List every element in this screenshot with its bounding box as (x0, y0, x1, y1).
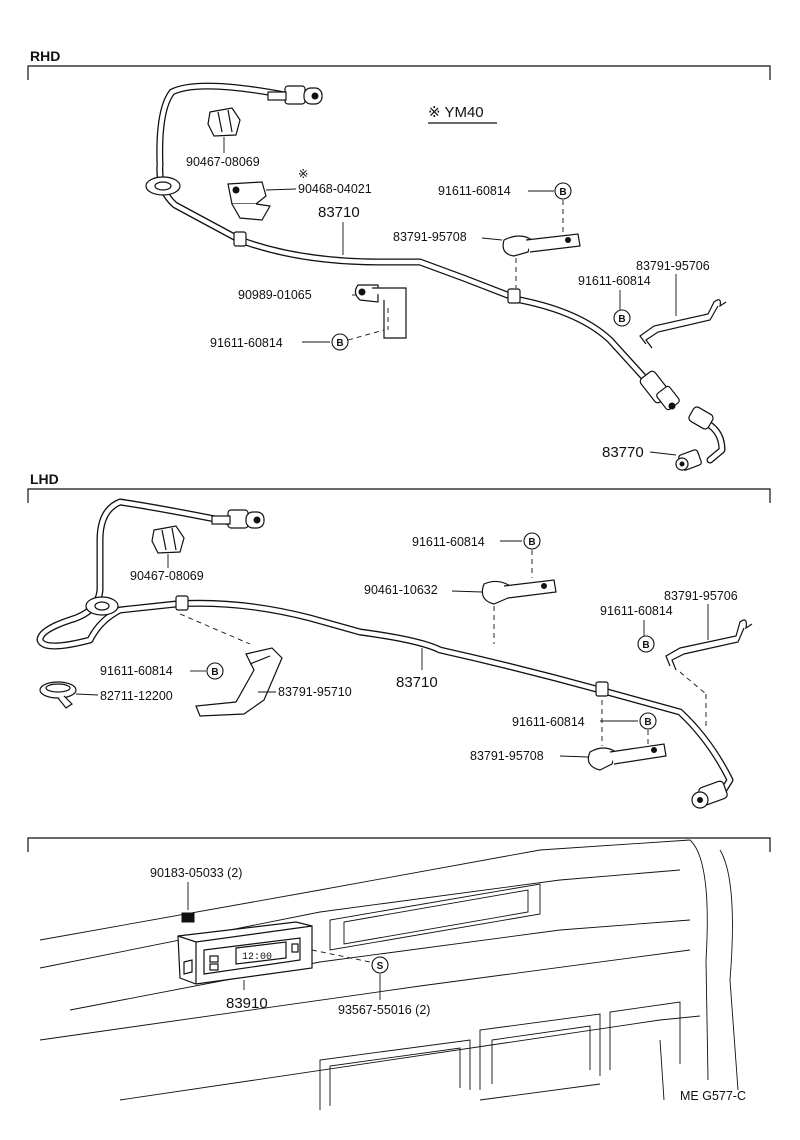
lhd-label-91611-b: 91611-60814 (600, 604, 673, 618)
dashboard-panel (39, 839, 739, 1110)
lhd-label-83791-95706: 83791-95706 (664, 589, 738, 603)
rhd-label-83710: 83710 (318, 204, 360, 221)
rhd-bolt-badge (613, 309, 631, 327)
lhd-bolt-badge-letter: B (642, 640, 649, 651)
clock-display-text: 12:00 (242, 952, 272, 963)
screw-badge-s-letter: S (377, 961, 384, 972)
rhd-label-91611-a: 91611-60814 (210, 336, 283, 350)
lhd-section-label: LHD (30, 471, 59, 487)
rhd-label-90989: 90989-01065 (238, 288, 312, 302)
lhd-hose-clamp-82711 (39, 681, 77, 709)
screw-badge-s (371, 956, 389, 974)
lhd-bracket-83791-95710 (195, 647, 283, 717)
diagram-code: ME G577-C (680, 1089, 746, 1103)
rhd-bolt-badge-letter: B (618, 314, 625, 325)
rhd-clamp-90468 (227, 181, 271, 221)
lhd-bolt-badge (639, 712, 657, 730)
rhd-cable-lower (639, 370, 680, 411)
rhd-label-91611-c: 91611-60814 (578, 274, 651, 288)
dash-frame (27, 837, 771, 852)
lhd-bolt-badge (637, 635, 655, 653)
lhd-bolt-badge (206, 662, 224, 680)
rhd-label-90468: 90468-04021 (298, 182, 372, 196)
lhd-bolt-badge-letter: B (211, 667, 218, 678)
rhd-section-label: RHD (30, 48, 60, 64)
rhd-meter-connector (267, 85, 323, 105)
lhd-bolt-badge-letter: B (644, 717, 651, 728)
rhd-clamp-90467 (207, 107, 241, 137)
lhd-ferrule (595, 681, 609, 697)
rhd-frame (27, 65, 771, 80)
lhd-label-90461: 90461-10632 (364, 583, 438, 597)
lhd-label-83791-95708: 83791-95708 (470, 749, 544, 763)
rhd-section: RHD ※ YM40 90467-08069 (27, 48, 771, 471)
screw-90183 (181, 912, 195, 923)
rhd-bolt-badge-letter: B (336, 338, 343, 349)
rhd-label-83791-95708: 83791-95708 (393, 230, 467, 244)
lhd-label-91611-c: 91611-60814 (100, 664, 173, 678)
dash-label-90183: 90183-05033 (2) (150, 866, 242, 880)
lhd-label-90467: 90467-08069 (130, 569, 204, 583)
lhd-label-83791-95710: 83791-95710 (278, 685, 352, 699)
rhd-ferrule (233, 231, 247, 247)
rhd-bolt-badge (554, 182, 572, 200)
lhd-label-83710: 83710 (396, 674, 438, 691)
lhd-bracket-83791-95706 (665, 619, 753, 671)
lhd-ferrule (175, 595, 189, 611)
rhd-label-83791-95706: 83791-95706 (636, 259, 710, 273)
lhd-label-91611-a: 91611-60814 (412, 535, 485, 549)
lhd-speedometer-cable (36, 498, 734, 800)
lhd-frame (27, 488, 771, 503)
rhd-bolt-badge (331, 333, 349, 351)
lhd-label-82711: 82711-12200 (100, 689, 173, 703)
lhd-drive-end (691, 780, 728, 809)
lhd-meter-connector (211, 509, 265, 529)
dash-label-83910: 83910 (226, 995, 268, 1012)
clock-unit-83910: 12:00 (177, 921, 313, 985)
rhd-clamp-83791-95708 (502, 233, 581, 257)
lhd-clamp-90461 (481, 579, 557, 605)
rhd-ferrule (507, 288, 521, 304)
lhd-label-91611-d: 91611-60814 (512, 715, 585, 729)
lhd-bolt-badge-letter: B (528, 537, 535, 548)
lhd-clamp-83791-95708 (587, 743, 667, 771)
rhd-label-90468-mark: ※ (298, 167, 308, 181)
rhd-label-91611-b: 91611-60814 (438, 184, 511, 198)
dash-section: 12:00 90183-05033 (2) 83910 S 93567-5501… (27, 837, 771, 1110)
rhd-bracket-90989 (354, 284, 407, 339)
rhd-label-83770: 83770 (602, 444, 644, 461)
lhd-clamp-90467 (151, 525, 185, 554)
rhd-model-note: ※ YM40 (428, 104, 484, 121)
rhd-drive-cable-83770 (675, 406, 726, 471)
rhd-bracket-83791-95706 (639, 299, 727, 349)
dash-label-93567: 93567-55016 (2) (338, 1003, 430, 1017)
lhd-section: LHD 90467-08069 91611-60814 B (27, 471, 771, 809)
rhd-bolt-badge-letter: B (559, 187, 566, 198)
rhd-label-90467: 90467-08069 (186, 155, 260, 169)
lhd-bolt-badge (523, 532, 541, 550)
